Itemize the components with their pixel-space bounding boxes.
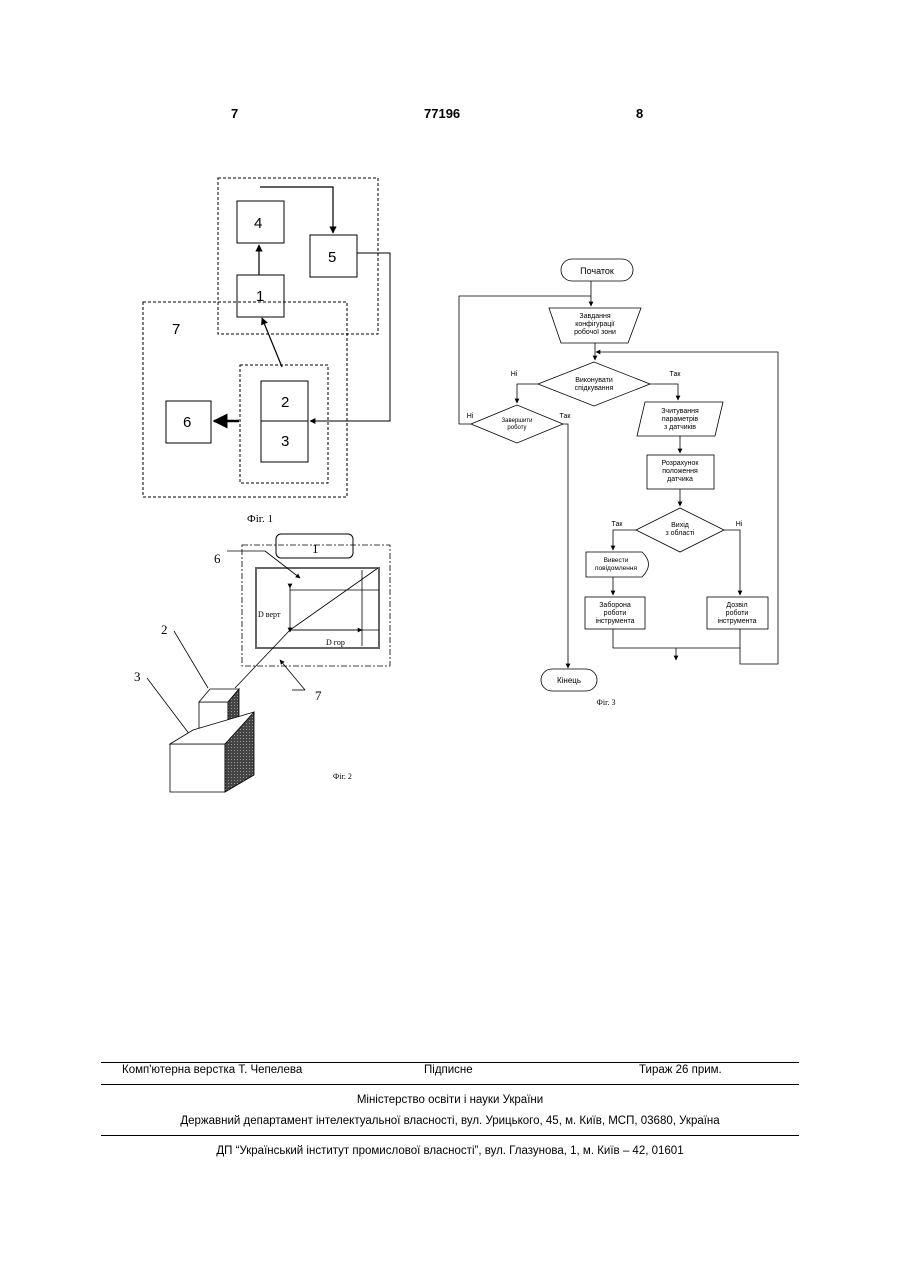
footer-rule-bottom xyxy=(101,1135,799,1136)
institute-line: ДП “Український інститут промислової вла… xyxy=(101,1145,799,1157)
fc-end-label: Кінець xyxy=(557,676,581,685)
fc-no2: Ні xyxy=(467,412,474,420)
fc-calc-position-line3: датчика xyxy=(667,476,693,483)
fig1-label-2: 2 xyxy=(281,394,289,411)
fc-yes1: Так xyxy=(670,371,682,378)
fc-exit-area-line1: Вихід xyxy=(671,521,689,529)
fc-set-config-line3: робочої зони xyxy=(574,328,616,336)
fig1-label-3: 3 xyxy=(281,433,289,450)
fc-do-tracking-line1: Виконувати xyxy=(575,377,613,384)
fig2-caption: Фіг. 2 xyxy=(333,772,352,781)
fc-finish-work xyxy=(471,405,563,443)
fc-calc-position-line1: Розрахунок xyxy=(662,460,700,467)
fig1-label-6: 6 xyxy=(183,414,191,431)
fig2-label-2: 2 xyxy=(161,622,168,637)
fig2-d-hor: D гор xyxy=(326,638,345,647)
fc-forbid-tool-line2: роботи xyxy=(604,609,627,617)
fc-allow-tool-line3: інструмента xyxy=(718,617,757,625)
fc-finish-work-line1: Завершити xyxy=(501,418,532,424)
figure-3 xyxy=(459,259,778,691)
footer-rule-top xyxy=(101,1062,799,1063)
fig1-label-4: 4 xyxy=(254,215,262,232)
fc-set-config-line1: Завдання xyxy=(579,313,610,320)
department-line: Державний департамент інтелектуальної вл… xyxy=(101,1115,799,1127)
fc-exit-area-line2: з області xyxy=(666,529,695,537)
fc-yes3: Так xyxy=(612,521,624,528)
fc-read-params-line1: Зчитування xyxy=(661,408,699,415)
fig1-label-5: 5 xyxy=(328,249,336,266)
fc-read-params-line2: параметрів xyxy=(662,415,699,423)
fc-no1: Ні xyxy=(511,370,518,378)
footer-rule-mid xyxy=(101,1084,799,1085)
fc-show-message-line2: повідомлення xyxy=(595,564,637,572)
fig2-label-6: 6 xyxy=(214,551,221,566)
fc-start-label: Початок xyxy=(580,266,614,276)
fc-allow-tool-line1: Дозвіл xyxy=(726,601,747,609)
fc-yes2: Так xyxy=(560,413,572,420)
fig1-caption: Фіг. 1 xyxy=(247,513,273,525)
fc-show-message-line1: Вивести xyxy=(604,557,629,564)
fig2-label-3: 3 xyxy=(134,669,141,684)
fig1-label-7: 7 xyxy=(172,321,180,338)
circulation: Тираж 26 прим. xyxy=(639,1064,722,1076)
fc-set-config-line2: конфігурації xyxy=(575,320,615,328)
fc-read-params-line3: з датчиків xyxy=(664,423,696,431)
ministry-line: Міністерство освіти і науки України xyxy=(101,1094,799,1106)
fig3-caption: Фіг. 3 xyxy=(597,698,616,707)
signed-label: Підписне xyxy=(424,1064,473,1076)
fc-do-tracking-line2: спідкування xyxy=(575,384,614,392)
fig1-label-1: 1 xyxy=(256,288,264,305)
fc-forbid-tool-line3: інструмента xyxy=(596,617,635,625)
figure-2 xyxy=(147,534,390,792)
fc-no3: Ні xyxy=(736,520,743,528)
fig2-d-vert: D верт xyxy=(258,610,281,619)
fc-calc-position-line2: положення xyxy=(662,468,698,475)
fig2-label-7: 7 xyxy=(315,688,322,703)
fc-do-tracking xyxy=(538,362,650,406)
fc-finish-work-line2: роботу xyxy=(507,425,526,431)
layout-credit: Комп'ютерна верстка Т. Чепелева xyxy=(122,1064,302,1076)
fc-forbid-tool-line1: Заборона xyxy=(599,601,631,609)
fig2-label-1: 1 xyxy=(312,541,319,556)
fc-allow-tool-line2: роботи xyxy=(726,609,749,617)
fig1-inner-zone xyxy=(240,365,328,483)
